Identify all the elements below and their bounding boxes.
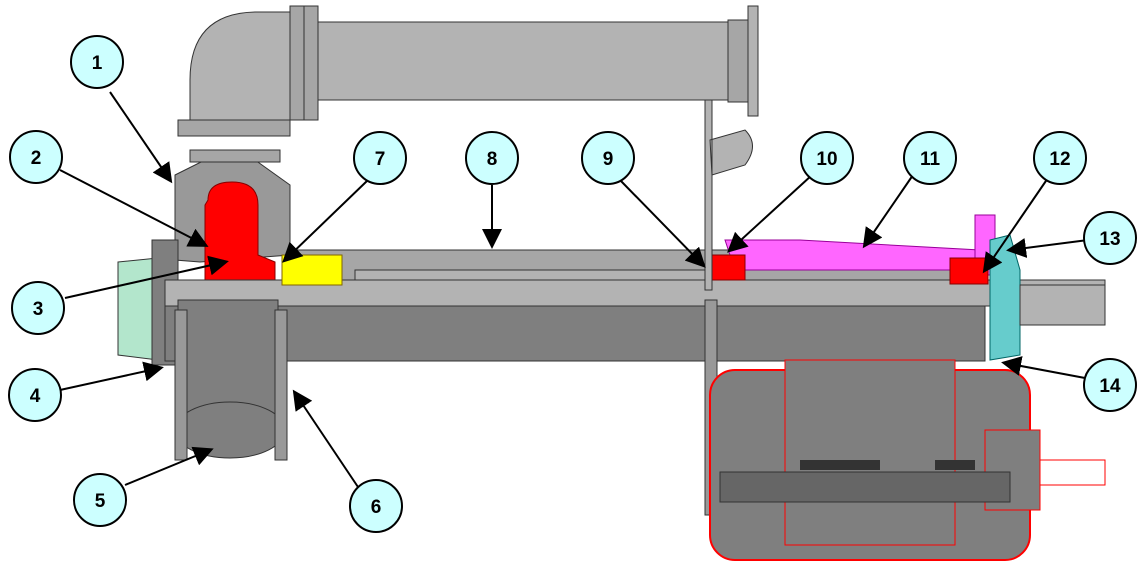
drive-shaft-end: [1019, 284, 1106, 326]
callout-1: 1: [70, 35, 124, 89]
callout-12: 12: [1033, 131, 1087, 185]
callout-label: 14: [1099, 376, 1121, 397]
callout-11: 11: [903, 131, 957, 185]
callout-label: 10: [816, 149, 837, 170]
support-bracket: [704, 99, 753, 291]
bearing: [949, 257, 989, 285]
callout-10: 10: [800, 131, 854, 185]
callout-label: 2: [31, 148, 42, 169]
mechanical-seal: [281, 254, 343, 286]
wheel-assembly: [174, 299, 288, 461]
callout-9: 9: [581, 131, 635, 185]
callout-13: 13: [1083, 211, 1137, 265]
callout-label: 13: [1099, 229, 1120, 250]
callout-label: 9: [603, 149, 614, 170]
callout-label: 6: [371, 497, 382, 518]
callout-14: 14: [1083, 358, 1137, 412]
callout-4: 4: [8, 368, 62, 422]
coupling-guard: [989, 234, 1021, 361]
callout-6: 6: [349, 479, 403, 533]
callout-label: 4: [30, 386, 41, 407]
callout-label: 7: [375, 149, 386, 170]
callout-5: 5: [73, 473, 127, 527]
callout-2: 2: [9, 130, 63, 184]
callout-label: 12: [1049, 149, 1070, 170]
callout-label: 5: [95, 491, 106, 512]
discharge-pipe: [177, 5, 759, 137]
callout-label: 1: [92, 53, 103, 74]
callout-label: 11: [920, 149, 941, 170]
callout-7: 7: [353, 131, 407, 185]
leader-lines: [59, 91, 1089, 491]
callout-label: 3: [33, 299, 44, 320]
callout-label: 8: [487, 149, 498, 170]
callout-8: 8: [465, 131, 519, 185]
callout-3: 3: [11, 281, 65, 335]
motor: [704, 299, 1106, 561]
